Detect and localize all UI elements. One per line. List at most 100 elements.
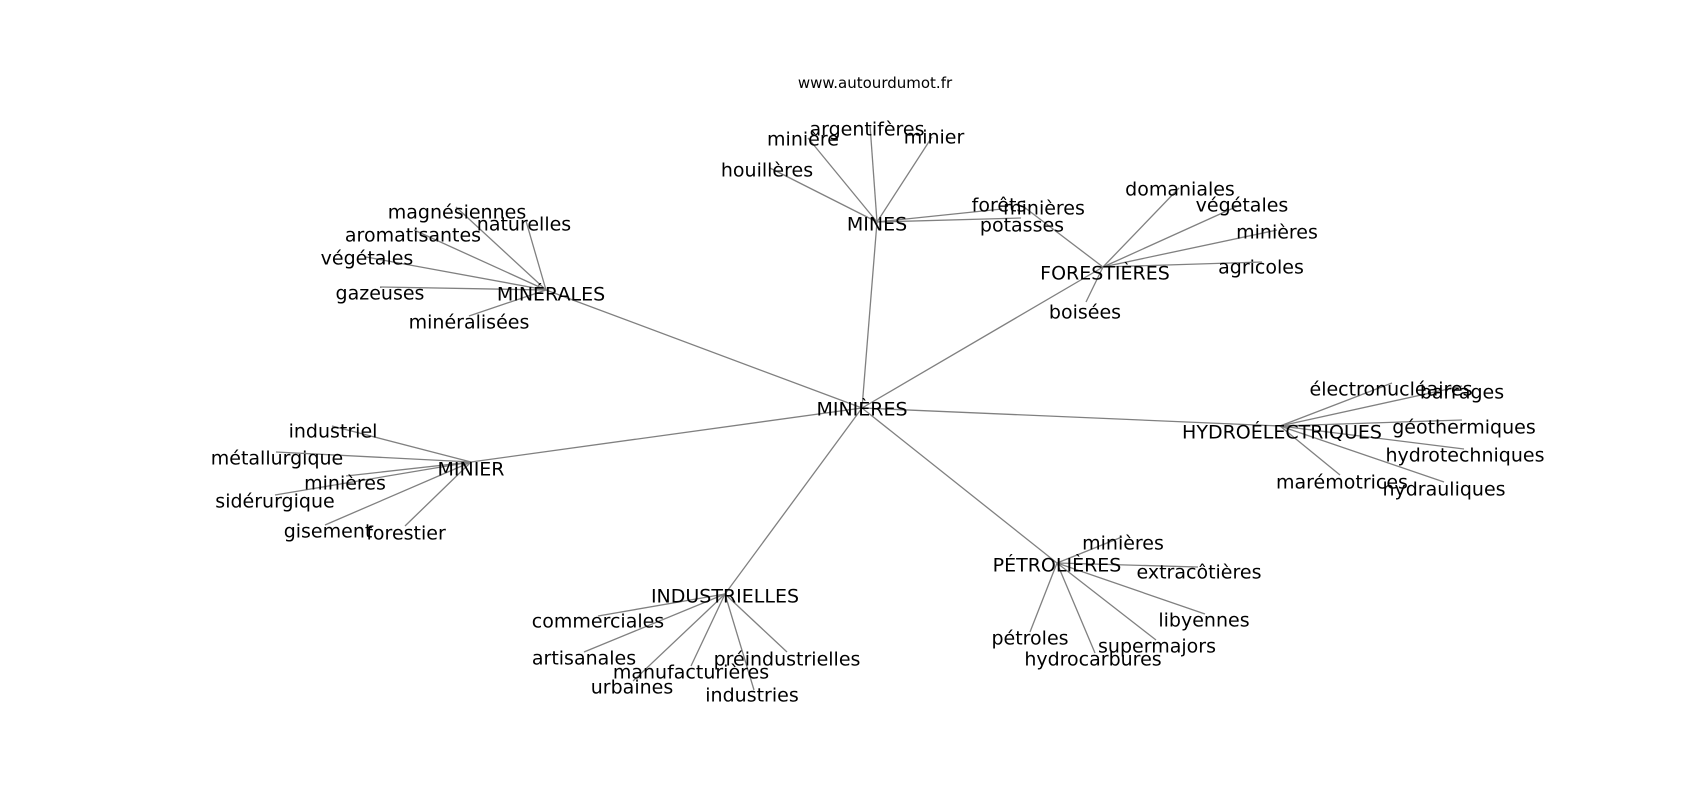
edge-petrolieres-extracotieres: [1056, 562, 1199, 568]
node-word-petrolieres-minieres: minières: [1082, 533, 1164, 555]
edge-mines-forets: [876, 208, 1003, 223]
node-word-mines-argentiferes: argentifères: [809, 119, 924, 141]
edge-industrielles-preindustrielles: [724, 593, 788, 653]
edge-forestieres-boisees: [1085, 266, 1104, 303]
node-word-hydroelectriques-geothermiques: géothermiques: [1392, 417, 1536, 439]
edge-hydroelectriques-barrages: [1279, 385, 1463, 427]
edge-minerales-naturelles: [525, 220, 547, 291]
edge-hydroelectriques-maremotrices: [1279, 425, 1341, 476]
node-word-forestieres-minieres: minières: [1236, 222, 1318, 244]
edge-center-industrielles: [724, 407, 863, 595]
edge-petrolieres-hydrocarbures: [1056, 562, 1096, 654]
edge-minier-siderurgique: [274, 461, 472, 496]
node-word-minerales-magnesiennes: magnésiennes: [388, 202, 526, 224]
node-word-minerales-naturelles: naturelles: [477, 214, 571, 236]
node-hub-forestieres: FORESTIÈRES: [1040, 262, 1170, 285]
node-hub-mines: MINES: [847, 214, 907, 236]
edge-center-minerales: [545, 289, 863, 409]
edge-minier-forestier: [404, 461, 472, 527]
edge-minerales-vegetales: [365, 256, 547, 291]
node-word-petrolieres-extracotieres: extracôtières: [1137, 562, 1262, 584]
node-word-forestieres-vegetales: végétales: [1196, 195, 1289, 217]
node-word-mines-minier: minier: [904, 127, 965, 149]
node-word-minerales-gazeuses: gazeuses: [336, 283, 425, 305]
edge-industrielles-urbaines: [632, 593, 726, 682]
edge-petrolieres-libyennes: [1056, 562, 1206, 615]
edge-center-minier: [470, 407, 863, 463]
node-word-industrielles-urbaines: urbaines: [591, 677, 673, 699]
node-word-mines-houilleres: houillères: [721, 160, 813, 182]
edge-hydroelectriques-hydrauliques: [1279, 425, 1445, 483]
node-word-industrielles-commerciales: commerciales: [532, 611, 664, 633]
edge-mines-houilleres: [769, 167, 878, 223]
edge-industrielles-manufacturieres: [690, 593, 726, 667]
node-hub-hydroelectriques: HYDROÉLECTRIQUES: [1182, 421, 1382, 444]
edge-petrolieres-petroles: [1029, 562, 1058, 633]
edge-petrolieres-minieres: [1056, 536, 1123, 564]
node-word-mines-forets: forêts: [972, 195, 1027, 217]
edge-minerales-aromatisantes: [413, 229, 547, 291]
node-hub-minerales: MINÉRALES: [497, 283, 605, 306]
node-word-hydroelectriques-barrages: barrages: [1420, 382, 1504, 404]
node-word-forestieres-agricoles: agricoles: [1218, 257, 1304, 279]
source-credit: www.autourdumot.fr: [798, 74, 953, 92]
edge-minerales-mineralisees: [468, 289, 547, 317]
edge-minier-minieres: [345, 461, 472, 477]
edge-industrielles-artisanales: [583, 593, 726, 653]
edge-center-mines: [861, 221, 878, 409]
node-hub-industrielles: INDUSTRIELLES: [651, 586, 799, 608]
node-word-industrielles-preindustrielles: préindustrielles: [714, 649, 861, 671]
node-word-hydroelectriques-electronucleaires: électronucléaires: [1310, 379, 1473, 401]
node-word-petrolieres-libyennes: libyennes: [1158, 610, 1249, 632]
edge-forestieres-domaniales: [1102, 187, 1180, 268]
node-word-minerales-vegetales: végétales: [321, 248, 414, 270]
edge-minier-gisement: [324, 461, 472, 526]
node-word-forestieres-domaniales: domaniales: [1125, 179, 1235, 201]
edge-minerales-gazeuses: [379, 286, 547, 291]
node-word-hydroelectriques-hydrotechniques: hydrotechniques: [1385, 445, 1544, 467]
edge-forestieres-agricoles: [1102, 261, 1263, 268]
edge-center-forestieres: [861, 266, 1104, 409]
edge-center-hydroelectriques: [861, 407, 1281, 427]
edge-hydroelectriques-geothermiques: [1279, 419, 1463, 427]
node-word-minier-siderurgique: sidérurgique: [215, 491, 334, 513]
node-word-petrolieres-petroles: pétroles: [991, 628, 1068, 650]
node-word-minier-industriel: industriel: [289, 421, 378, 443]
edge-minerales-magnesiennes: [455, 206, 547, 291]
edge-hydroelectriques-electronucleaires: [1279, 382, 1393, 427]
node-word-minerales-aromatisantes: aromatisantes: [345, 225, 481, 247]
node-word-minier-minieres: minières: [304, 473, 386, 495]
edge-industrielles-commerciales: [597, 593, 726, 617]
edge-hydroelectriques-hydrotechniques: [1279, 425, 1465, 450]
edge-petrolieres-supermajors: [1056, 562, 1157, 641]
edge-forestieres-minieres: [1023, 206, 1104, 268]
edge-forestieres-minieres: [1102, 229, 1278, 268]
edge-industrielles-industries: [724, 593, 755, 691]
edge-minier-industriel: [331, 425, 472, 463]
edge-minier-metallurgique: [275, 451, 472, 463]
node-hub-minier: MINIER: [437, 459, 504, 481]
node-word-mines-potasses: potasses: [980, 215, 1064, 237]
node-word-minier-gisement: gisement: [284, 521, 373, 543]
edge-mines-argentiferes: [869, 124, 878, 223]
node-center-minieres: MINIÈRES: [816, 398, 907, 421]
node-word-minier-forestier: forestier: [366, 523, 446, 545]
node-hub-petrolieres: PÉTROLIÈRES: [993, 554, 1122, 577]
node-word-minier-metallurgique: métallurgique: [211, 448, 344, 470]
node-word-hydroelectriques-maremotrices: marémotrices: [1276, 472, 1408, 494]
node-word-hydroelectriques-hydrauliques: hydrauliques: [1382, 479, 1505, 501]
edge-center-petrolieres: [861, 407, 1058, 564]
node-word-minerales-mineralisees: minéralisées: [409, 312, 530, 334]
node-word-industrielles-industries: industries: [705, 685, 798, 707]
edge-mines-minier: [876, 136, 933, 223]
edge-forestieres-vegetales: [1102, 204, 1241, 268]
edge-mines-miniere: [807, 137, 878, 223]
graph-edges: [274, 124, 1465, 691]
node-word-petrolieres-supermajors: supermajors: [1098, 636, 1216, 658]
node-word-mines-miniere: minière: [767, 129, 839, 151]
edge-mines-potasses: [876, 217, 1022, 223]
node-word-industrielles-manufacturieres: manufacturières: [613, 662, 769, 684]
node-word-forestieres-minieres: minières: [1003, 198, 1085, 220]
